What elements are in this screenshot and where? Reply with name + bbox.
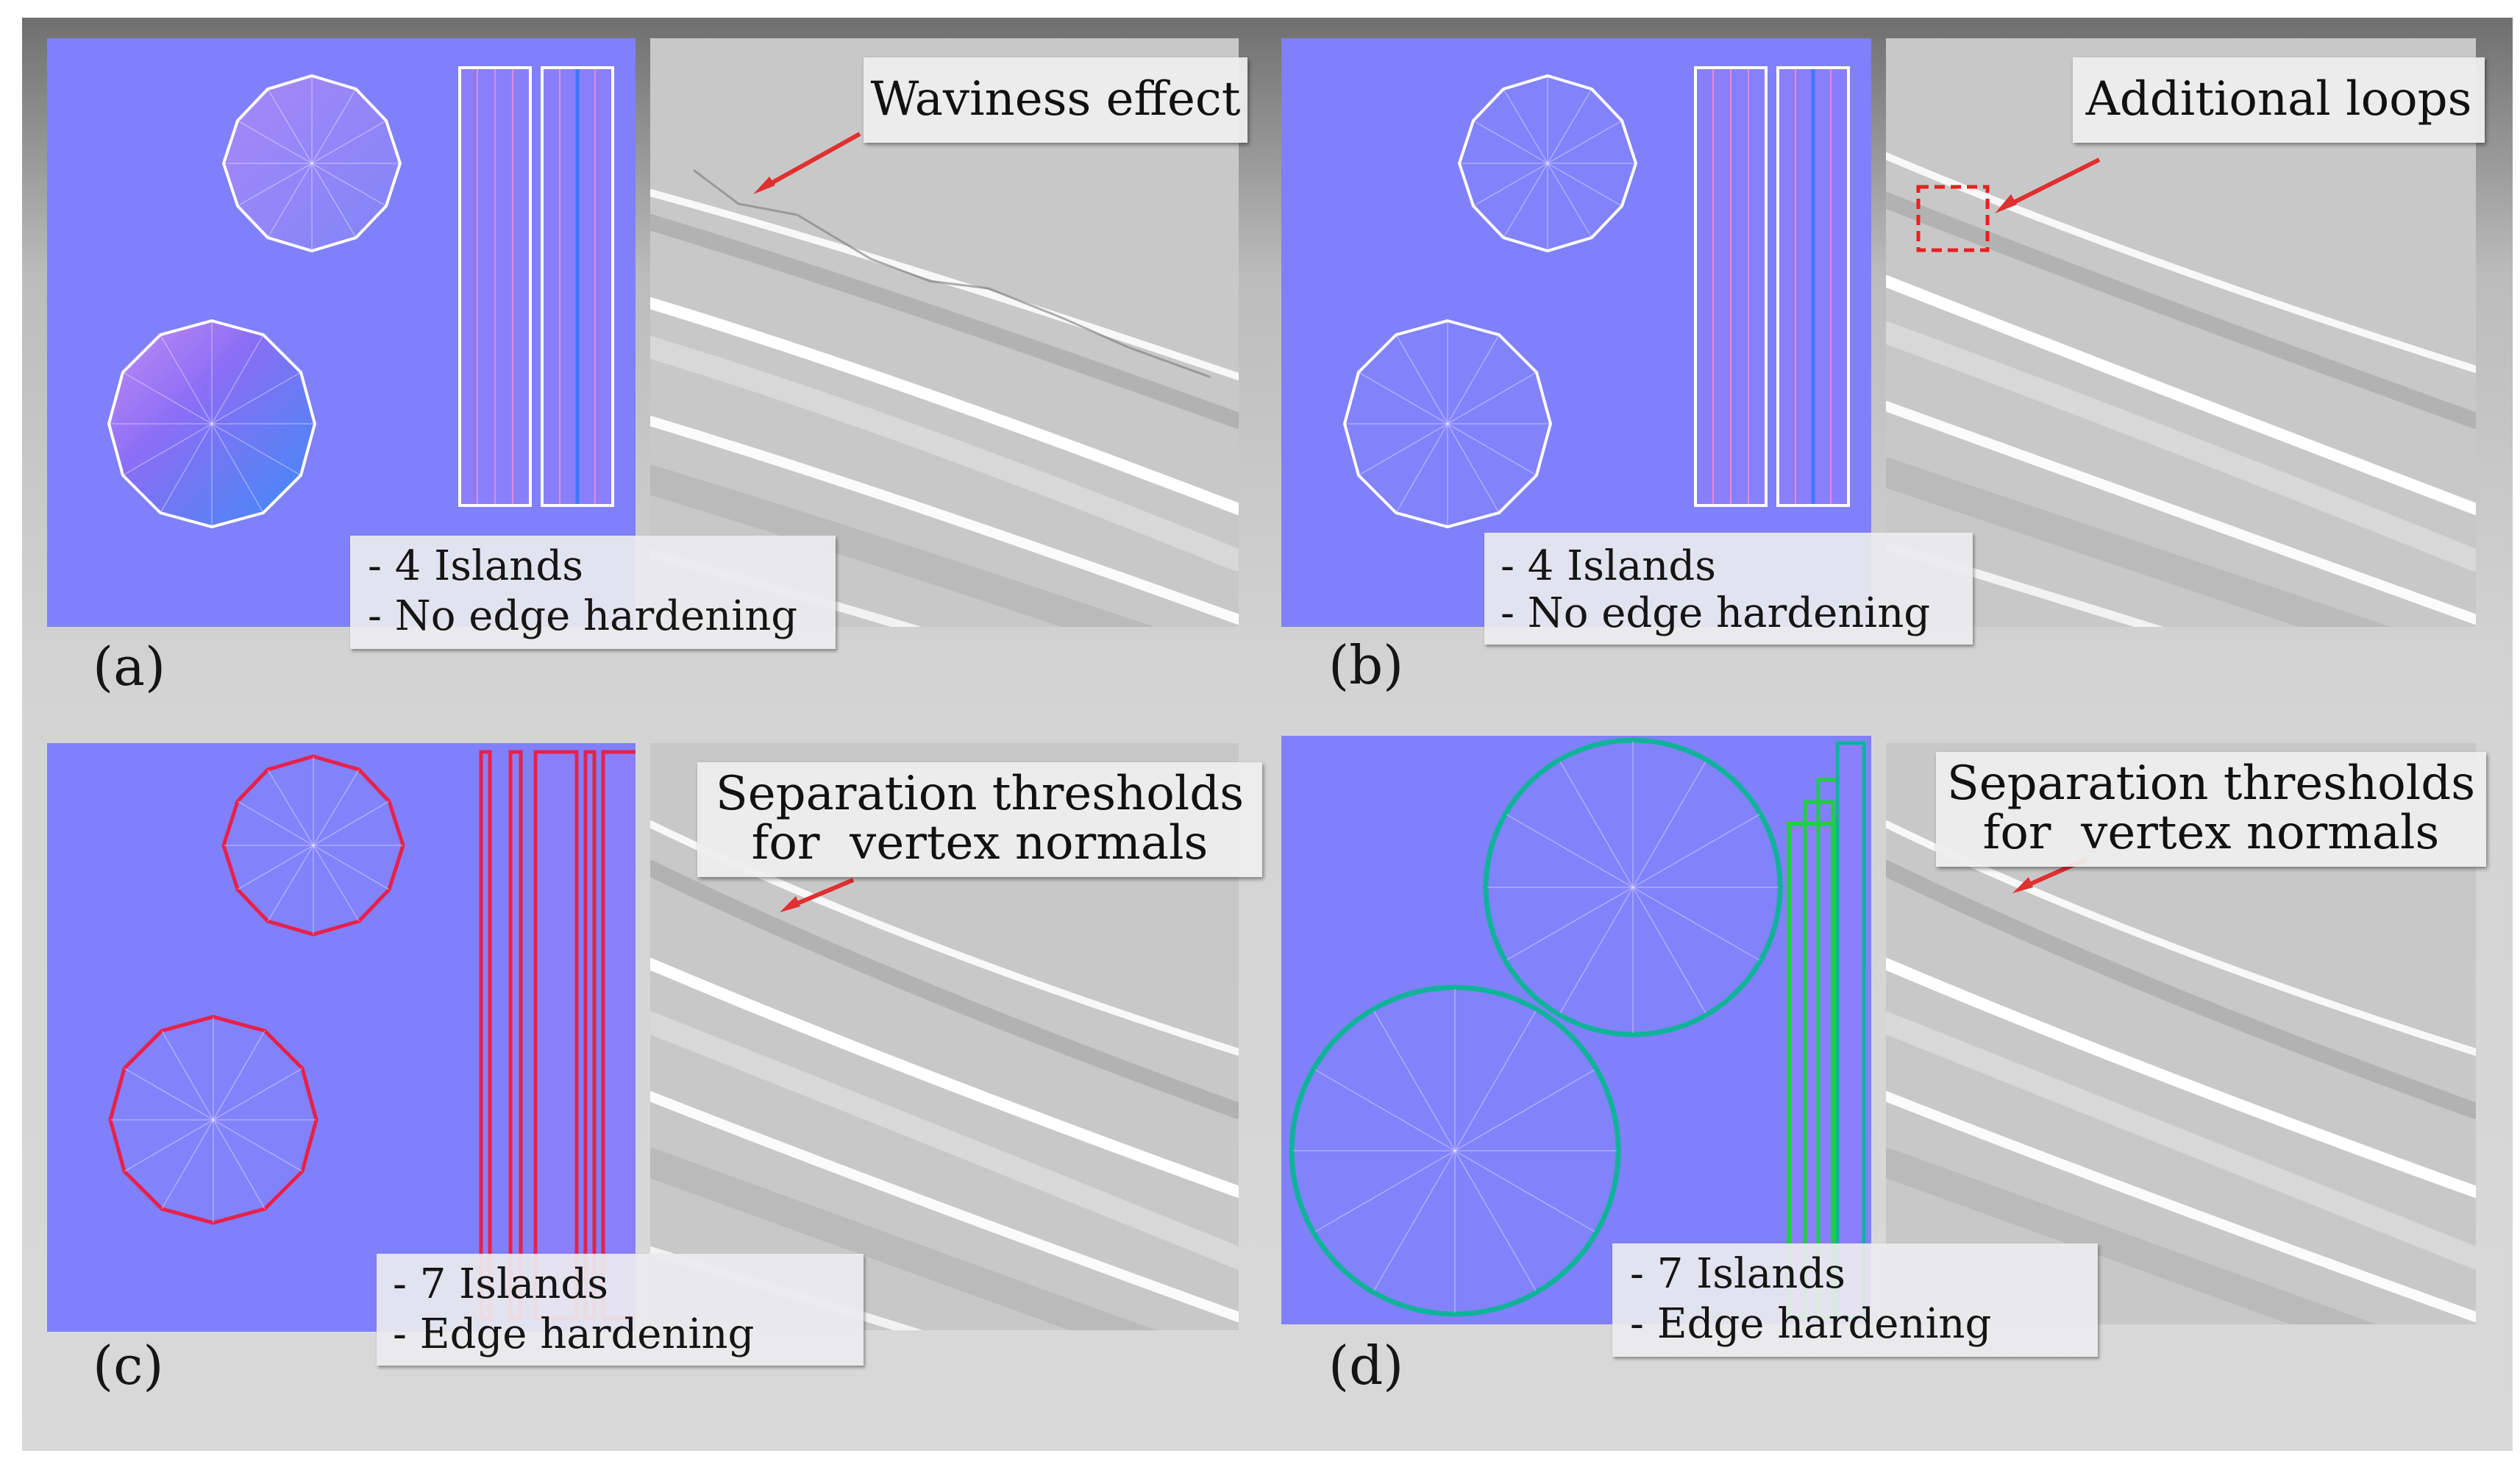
- highlight-box-b: [1916, 185, 1990, 252]
- uv-layout-b: [1281, 38, 1871, 627]
- callout-a: Waviness effect: [864, 57, 1247, 143]
- info-b-line-2: - No edge hardening: [1501, 589, 1931, 638]
- figure: Waviness effect - 4 Islands - No edge ha…: [22, 18, 2513, 1451]
- callout-c-line-2: for vertex normals: [751, 816, 1209, 871]
- uv-strips-b: [1694, 66, 1850, 507]
- callout-d-line-2: for vertex normals: [1982, 806, 2440, 861]
- uv-disc-b1: [1457, 74, 1638, 253]
- uv-disc-a2: [107, 319, 317, 529]
- callout-d: Separation thresholds for vertex normals: [1936, 752, 2486, 867]
- panel-tag-c: (c): [93, 1335, 164, 1396]
- uv-disc-d2: [1289, 984, 1621, 1317]
- arrow-a: [753, 132, 861, 194]
- info-d-line-1: - 7 Islands: [1630, 1250, 1845, 1298]
- panel-tag-d: (d): [1328, 1335, 1404, 1396]
- callout-a-line-1: Waviness effect: [870, 72, 1241, 127]
- callout-b-line-1: Additional loops: [2085, 72, 2472, 127]
- uv-layout-a: [47, 38, 636, 627]
- callout-b: Additional loops: [2073, 57, 2485, 143]
- uv-islands-d: [1289, 737, 1866, 1319]
- annotation-b: [1916, 157, 2101, 252]
- uv-islands-c: [108, 750, 636, 1321]
- uv-strips-d: [1787, 741, 1866, 1319]
- info-box-a: - 4 Islands - No edge hardening: [350, 536, 836, 649]
- arrow-c: [780, 878, 855, 912]
- info-box-c: - 7 Islands - Edge hardening: [377, 1254, 864, 1366]
- uv-disc-c2: [108, 1015, 318, 1225]
- uv-islands-b: [1342, 66, 1850, 529]
- info-a-line-2: - No edge hardening: [368, 592, 798, 641]
- callout-d-line-1: Separation thresholds: [1946, 756, 2476, 811]
- uv-strips-a: [458, 66, 614, 507]
- info-b-line-1: - 4 Islands: [1501, 542, 1716, 590]
- uv-layout-d: [1281, 736, 1871, 1324]
- info-c-line-1: - 7 Islands: [393, 1260, 608, 1308]
- uv-strips-c: [479, 750, 636, 1321]
- info-a-line-1: - 4 Islands: [368, 542, 583, 590]
- panel-tag-a: (a): [93, 636, 166, 698]
- info-box-b: - 4 Islands - No edge hardening: [1484, 533, 1973, 645]
- uv-disc-d1: [1483, 737, 1783, 1037]
- info-c-line-2: - Edge hardening: [393, 1310, 755, 1359]
- uv-layout-c: [47, 743, 636, 1332]
- info-d-line-2: - Edge hardening: [1630, 1300, 1992, 1349]
- callout-c: Separation thresholds for vertex normals: [697, 762, 1262, 877]
- uv-disc-a1: [221, 74, 402, 253]
- uv-disc-b2: [1342, 319, 1553, 529]
- callout-c-line-1: Separation thresholds: [715, 767, 1245, 821]
- panel-tag-b: (b): [1328, 634, 1404, 696]
- uv-disc-c1: [221, 754, 405, 937]
- info-box-d: - 7 Islands - Edge hardening: [1612, 1243, 2098, 1357]
- uv-islands-a: [107, 66, 614, 529]
